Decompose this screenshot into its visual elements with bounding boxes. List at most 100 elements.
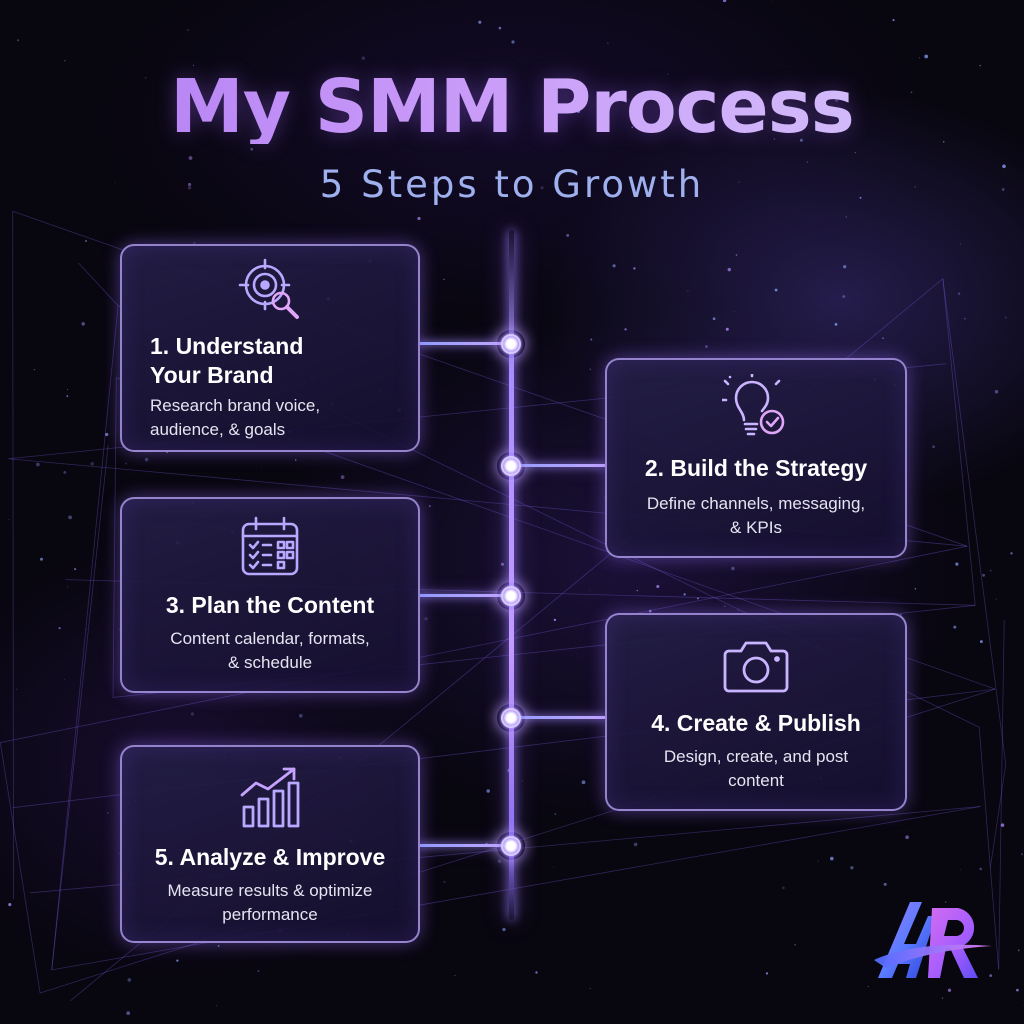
star-dot bbox=[188, 156, 193, 160]
star-dot bbox=[982, 573, 985, 577]
star-dot bbox=[957, 292, 961, 295]
star-dot bbox=[941, 997, 944, 999]
star-dot bbox=[737, 609, 739, 611]
step-1-description-line-2: audience, & goals bbox=[150, 420, 286, 439]
star-dot bbox=[294, 459, 297, 461]
star-dot bbox=[187, 29, 189, 31]
network-line bbox=[51, 444, 109, 970]
star-dot bbox=[535, 971, 538, 974]
star-dot bbox=[340, 475, 345, 479]
network-line bbox=[12, 211, 14, 900]
step-3-description-line-1: Content calendar, formats, bbox=[170, 629, 370, 648]
star-dot bbox=[58, 626, 61, 630]
star-dot bbox=[553, 866, 554, 868]
star-dot bbox=[16, 688, 18, 690]
star-dot bbox=[188, 182, 192, 187]
star-dot bbox=[68, 515, 72, 520]
star-dot bbox=[516, 116, 518, 118]
star-dot bbox=[39, 557, 44, 561]
star-dot bbox=[8, 903, 12, 907]
star-dot bbox=[570, 107, 574, 112]
star-dot bbox=[86, 628, 88, 630]
star-dot bbox=[914, 186, 916, 188]
star-dot bbox=[16, 39, 20, 42]
step-1-title-line-1: 1. Understand bbox=[150, 333, 304, 359]
star-dot bbox=[842, 295, 846, 298]
star-dot bbox=[765, 972, 769, 975]
star-dot bbox=[942, 141, 945, 143]
star-dot bbox=[127, 978, 132, 982]
network-line bbox=[978, 727, 991, 868]
star-dot bbox=[417, 216, 421, 221]
star-dot bbox=[830, 856, 834, 861]
star-dot bbox=[443, 278, 445, 281]
star-dot bbox=[261, 466, 263, 468]
star-dot bbox=[486, 789, 490, 793]
step-4-title: 4. Create & Publish bbox=[651, 710, 861, 736]
star-dot bbox=[882, 337, 884, 339]
star-dot bbox=[834, 323, 838, 326]
star-dot bbox=[226, 84, 228, 86]
camera-icon bbox=[723, 641, 789, 693]
star-dot bbox=[114, 182, 116, 184]
calendar-checklist-icon bbox=[241, 516, 299, 576]
star-dot bbox=[979, 640, 983, 644]
star-dot bbox=[964, 318, 966, 320]
page-title: My SMM Process bbox=[0, 70, 1024, 144]
star-dot bbox=[432, 181, 435, 184]
star-dot bbox=[960, 243, 962, 245]
star-dot bbox=[1004, 316, 1007, 319]
network-line bbox=[989, 764, 1007, 868]
step-3-description-line-2: & schedule bbox=[227, 653, 313, 672]
star-dot bbox=[883, 882, 887, 886]
star-dot bbox=[553, 618, 557, 622]
star-dot bbox=[483, 103, 485, 105]
timeline-node-4 bbox=[497, 704, 525, 732]
star-dot bbox=[1010, 552, 1013, 555]
ar-logo-icon bbox=[874, 902, 992, 978]
star-dot bbox=[959, 869, 961, 870]
lightbulb-check-icon bbox=[722, 374, 785, 436]
star-dot bbox=[854, 152, 856, 154]
network-line bbox=[998, 619, 1005, 970]
page-subtitle: 5 Steps to Growth bbox=[319, 163, 705, 206]
star-dot bbox=[806, 161, 809, 163]
star-dot bbox=[633, 842, 638, 847]
timeline-node-1 bbox=[497, 330, 525, 358]
star-dot bbox=[782, 886, 785, 890]
star-dot bbox=[631, 126, 634, 129]
connector-step-4 bbox=[512, 716, 606, 719]
star-dot bbox=[497, 859, 502, 863]
step-4-description-line-1: Design, create, and post bbox=[663, 747, 849, 766]
star-dot bbox=[799, 138, 803, 142]
star-dot bbox=[910, 91, 913, 94]
star-dot bbox=[478, 20, 482, 24]
step-2-description-line-2: & KPIs bbox=[730, 518, 782, 537]
step-5-description-line-1: Measure results & optimize bbox=[167, 881, 373, 900]
star-dot bbox=[636, 589, 638, 592]
star-dot bbox=[724, 605, 726, 607]
star-dot bbox=[817, 860, 819, 862]
star-dot bbox=[125, 462, 127, 465]
star-dot bbox=[633, 267, 636, 270]
star-dot bbox=[8, 518, 10, 521]
star-dot bbox=[522, 780, 523, 782]
star-dot bbox=[955, 562, 959, 566]
growth-chart-icon bbox=[240, 767, 300, 828]
star-dot bbox=[774, 288, 778, 292]
star-dot bbox=[656, 585, 660, 588]
star-dot bbox=[90, 461, 95, 466]
star-dot bbox=[500, 562, 505, 566]
star-dot bbox=[1016, 988, 1019, 992]
star-dot bbox=[995, 598, 997, 600]
step-4-description-line-2: content bbox=[728, 771, 784, 790]
star-dot bbox=[773, 138, 775, 140]
star-dot bbox=[731, 566, 735, 571]
star-dot bbox=[850, 866, 854, 870]
star-dot bbox=[834, 98, 839, 103]
star-dot bbox=[771, 0, 773, 2]
star-dot bbox=[257, 970, 260, 973]
network-line bbox=[112, 377, 117, 698]
star-dot bbox=[994, 389, 999, 394]
star-dot bbox=[1001, 188, 1005, 191]
